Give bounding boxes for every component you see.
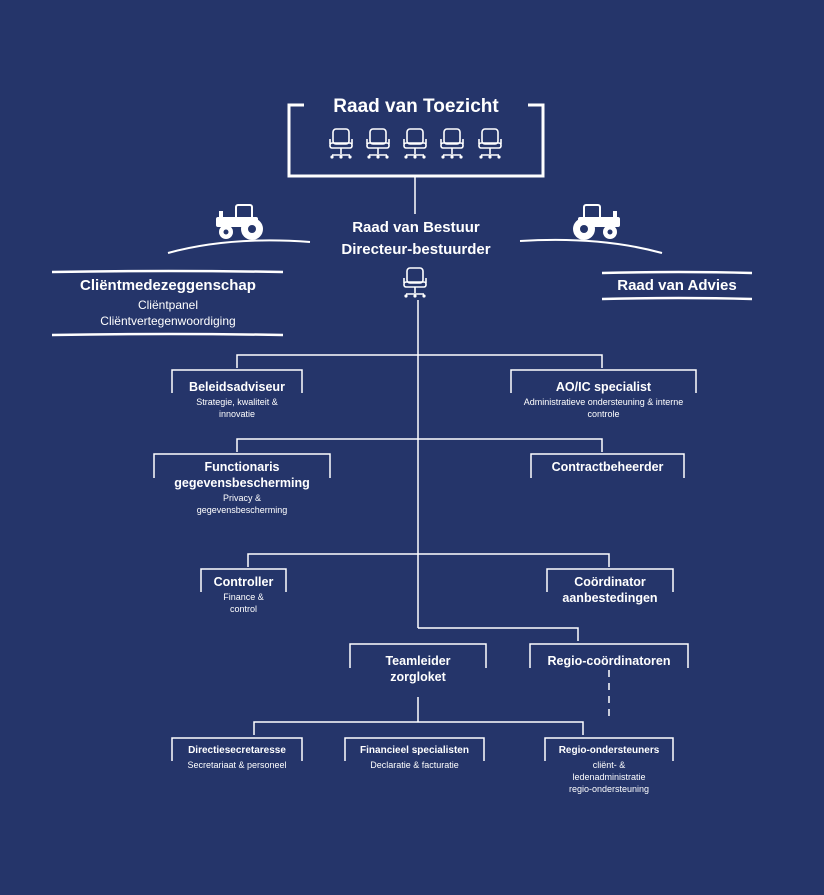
aoic-specialist-title: AO/IC specialist: [555, 380, 652, 394]
dpo-title-line2: gegevensbescherming: [174, 476, 310, 490]
dpo-desc2: gegevensbescherming: [196, 505, 288, 515]
dpo-desc1: Privacy &: [222, 493, 261, 503]
controller-desc2: control: [229, 604, 257, 614]
office-chair-icon: [326, 125, 506, 165]
tractor-icon: [570, 200, 626, 244]
regional-support-desc1: cliënt- &: [592, 760, 626, 770]
office-chair-icon: [400, 266, 430, 298]
regional-support-desc3: regio-ondersteuning: [568, 784, 650, 794]
client-council-title: Cliëntmedezeggenschap: [80, 277, 256, 294]
executive-title: Raad van Bestuur: [352, 219, 480, 236]
controller-title: Controller: [213, 575, 274, 589]
executive-secretary-desc: Secretariaat & personeel: [187, 760, 287, 770]
policy-advisor-desc2: innovatie: [218, 409, 256, 419]
controller-desc1: Finance &: [223, 592, 264, 602]
executive-subtitle: Directeur-bestuurder: [341, 241, 491, 258]
regional-coordinators-title: Regio-coördinatoren: [547, 654, 671, 668]
advisory-title: Raad van Advies: [617, 277, 737, 294]
policy-advisor-title: Beleidsadviseur: [189, 380, 285, 394]
team-leader-title-line2: zorgloket: [390, 670, 446, 684]
procurement-title-line1: Coördinator: [574, 575, 646, 589]
board-title: Raad van Toezicht: [333, 96, 499, 117]
financial-specialists-desc: Declaratie & facturatie: [370, 760, 459, 770]
aoic-specialist-desc1: Administratieve ondersteuning & interne: [523, 397, 684, 407]
regional-support-title: Regio-ondersteuners: [558, 745, 660, 756]
financial-specialists-title: Financieel specialisten: [360, 745, 469, 756]
team-leader-title-line1: Teamleider: [385, 654, 451, 668]
executive-secretary-title: Directiesecretaresse: [188, 745, 286, 756]
procurement-title-line2: aanbestedingen: [562, 591, 658, 605]
dpo-title-line1: Functionaris: [204, 460, 280, 474]
aoic-specialist-desc2: controle: [587, 409, 620, 419]
contract-manager-title: Contractbeheerder: [551, 460, 664, 474]
tractor-icon: [210, 200, 266, 244]
client-council-panel: Cliëntpanel: [137, 298, 199, 312]
regional-support-desc2: ledenadministratie: [572, 772, 646, 782]
policy-advisor-desc1: Strategie, kwaliteit &: [196, 397, 278, 407]
client-council-representation: Cliëntvertegenwoordiging: [100, 314, 236, 328]
